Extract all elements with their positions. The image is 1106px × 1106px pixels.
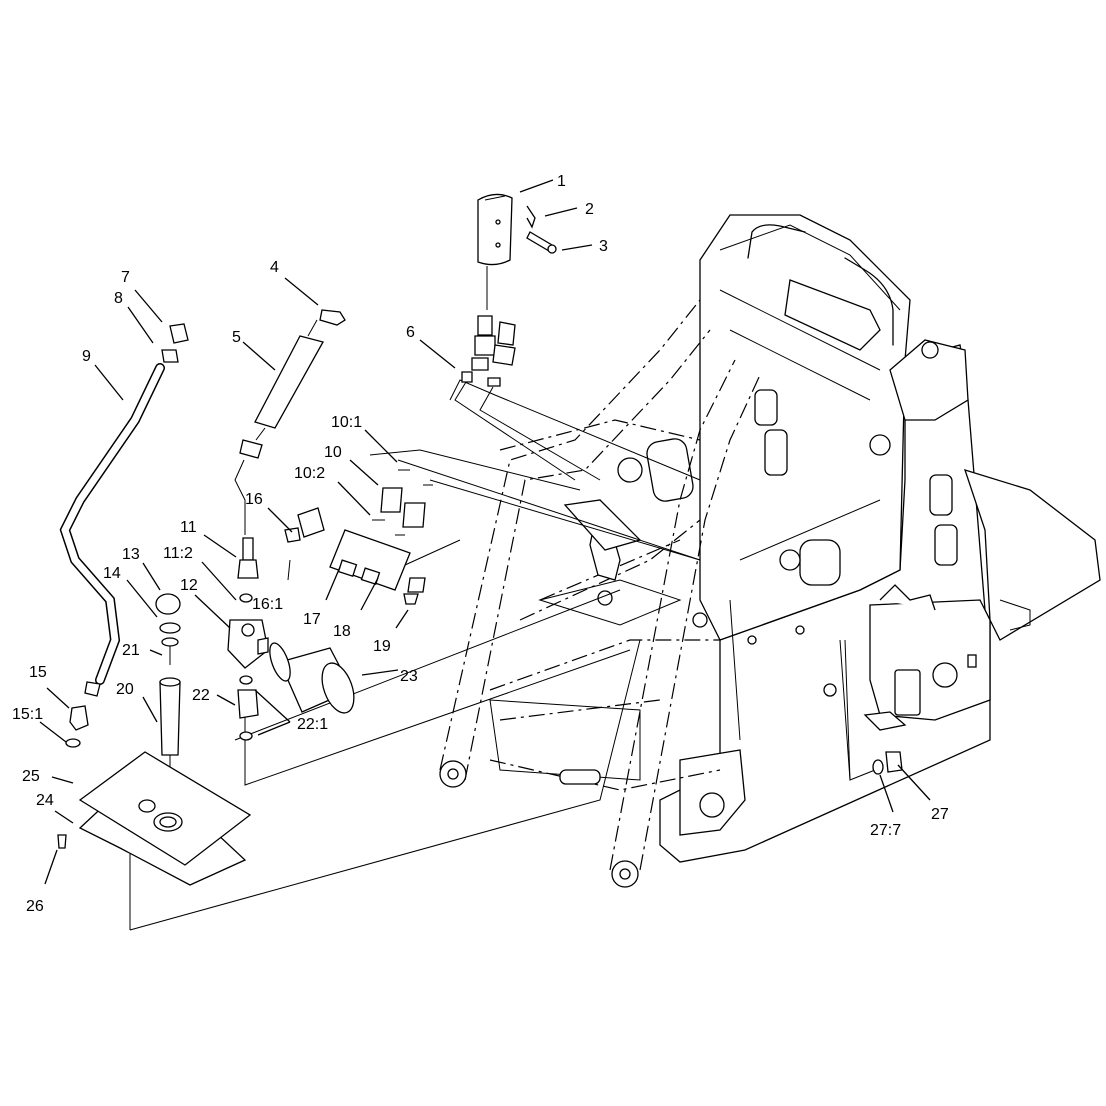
callout-18: 18 <box>333 623 351 640</box>
callout-22: 22 <box>192 687 210 704</box>
part-10-fittings <box>372 469 433 536</box>
callout-11-2: 11:2 <box>163 545 193 562</box>
part-6-fittings <box>454 315 601 481</box>
callout-17: 17 <box>303 611 321 628</box>
part-1-grip <box>477 193 513 310</box>
part-3-pin <box>526 231 557 254</box>
callout-27: 27 <box>931 806 949 823</box>
part-7-9-hose <box>59 323 189 697</box>
part-26-screw <box>57 834 67 849</box>
part-22-fittings <box>237 675 259 741</box>
part-19-fitting <box>403 577 426 605</box>
callout-7: 7 <box>121 269 130 286</box>
callout-27-7: 27:7 <box>870 822 901 839</box>
part-13-14-cap <box>155 593 181 665</box>
callout-16: 16 <box>245 491 263 508</box>
callout-9: 9 <box>82 348 91 365</box>
part-2-clip <box>526 205 536 229</box>
callout-13: 13 <box>122 546 140 563</box>
callout-22-1: 22:1 <box>297 716 328 733</box>
callout-3: 3 <box>599 238 608 255</box>
part-12-filter-base <box>227 619 269 669</box>
callout-5: 5 <box>232 329 241 346</box>
callout-10: 10 <box>324 444 342 461</box>
part-27-drain-plug <box>872 751 903 775</box>
callout-25: 25 <box>22 768 40 785</box>
part-11-sender <box>237 537 259 603</box>
callout-26: 26 <box>26 898 44 915</box>
callout-24: 24 <box>36 792 54 809</box>
part-17-18-bracket <box>329 529 411 591</box>
callout-23: 23 <box>400 668 418 685</box>
callout-leaders <box>39 179 931 885</box>
part-23-oil-filter <box>269 642 355 714</box>
callout-6: 6 <box>406 324 415 341</box>
callout-15-1: 15:1 <box>12 706 43 723</box>
callout-labels: 1 2 3 4 5 6 7 8 9 10:1 10 10:2 16 11 11:… <box>12 173 949 915</box>
part-24-25-cover-plates <box>78 751 252 886</box>
callout-19: 19 <box>373 638 391 655</box>
callout-4: 4 <box>270 259 279 276</box>
part-16-fitting <box>284 507 325 581</box>
part-15-fitting <box>65 705 89 748</box>
callout-8: 8 <box>114 290 123 307</box>
part-4-5-strut <box>234 309 346 535</box>
callout-21: 21 <box>122 642 140 659</box>
callout-16-1: 16:1 <box>252 596 283 613</box>
callout-11: 11 <box>180 519 197 536</box>
callout-10-2: 10:2 <box>294 465 325 482</box>
machine-frame <box>439 214 1101 888</box>
callout-2: 2 <box>585 201 594 218</box>
callout-15: 15 <box>29 664 47 681</box>
callout-14: 14 <box>103 565 121 582</box>
callout-20: 20 <box>116 681 134 698</box>
callout-10-1: 10:1 <box>331 414 362 431</box>
callout-1: 1 <box>557 173 566 190</box>
callout-12: 12 <box>180 577 198 594</box>
